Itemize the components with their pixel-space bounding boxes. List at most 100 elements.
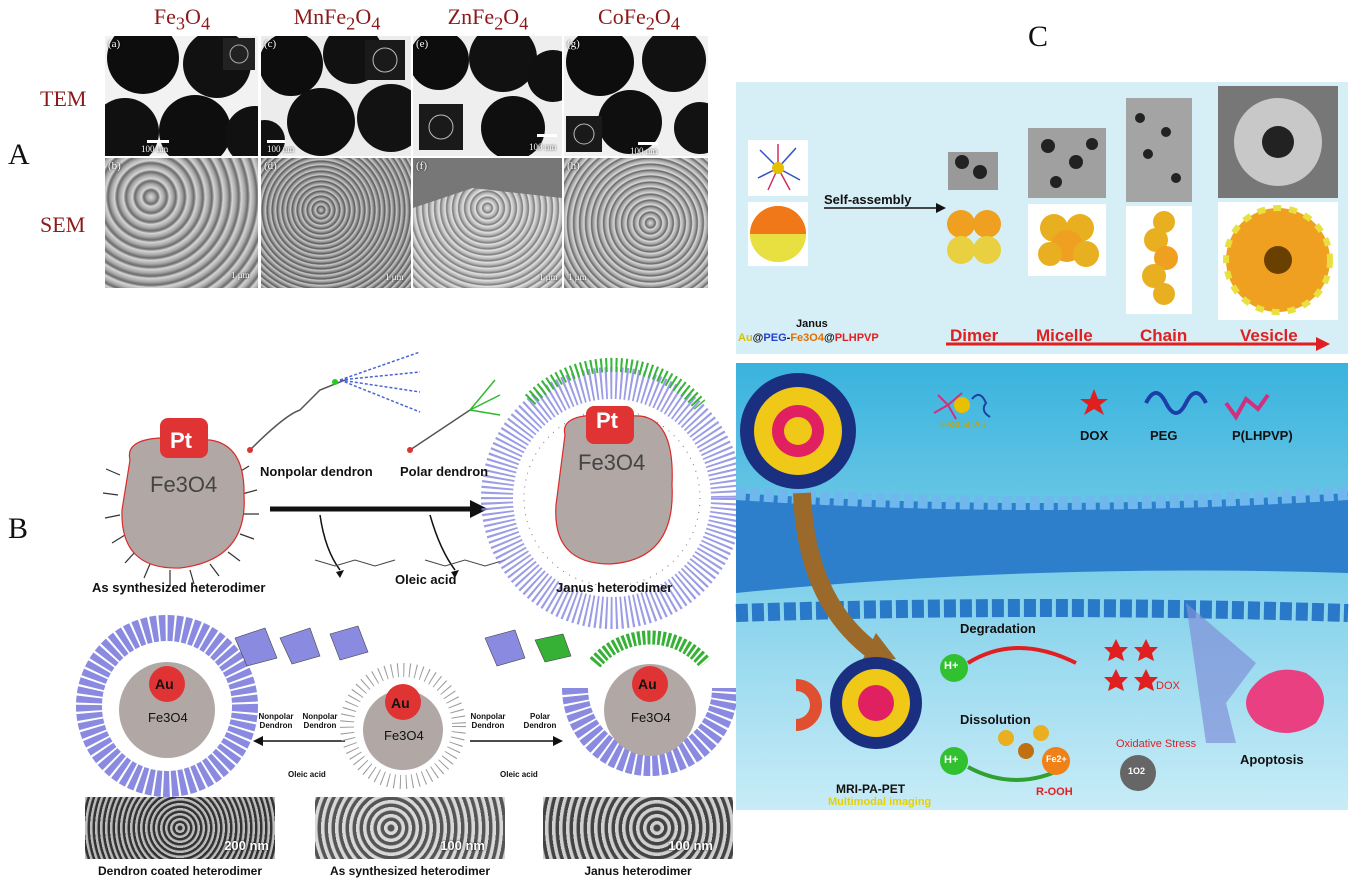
as-synthesized-particle	[102, 418, 259, 585]
nonpolar-dendron-label: Nonpolar Dendron	[302, 712, 338, 730]
oleic-acid-label: Oleic acid	[500, 770, 538, 779]
au-label: Au	[638, 676, 657, 692]
tem-image-cofe2o4: (g) 100 nm	[564, 36, 708, 156]
janus-molecule-icon	[757, 144, 801, 191]
column-heading-fe3o4: Fe3O4	[153, 4, 211, 34]
panel-label-b: B	[8, 512, 29, 545]
janus-heterodimer-caption: Janus heterodimer	[556, 580, 673, 595]
pt-label: Pt	[596, 408, 618, 433]
fe3o4-core-label: Fe3O4	[148, 710, 188, 725]
sem-image-mnfe2o4: (d) 1 μm	[261, 158, 411, 288]
multimodal-label: Multimodal imaging	[828, 796, 932, 808]
tem-particles	[566, 36, 708, 154]
plhpvp-icon	[1224, 393, 1270, 421]
janus-formula: Au@PEG-Fe3O4@PLHPVP	[738, 332, 879, 344]
scale-label: 200 nm	[224, 838, 269, 853]
oleic-acid-label: Oleic acid	[288, 770, 326, 779]
fe3o4-core-label: Fe3O4	[150, 472, 218, 497]
stage-dimer: Dimer	[950, 326, 999, 345]
wedge-dendrons-right	[484, 629, 572, 667]
nonpolar-dendron-label: Nonpolar Dendron	[258, 712, 294, 730]
tem-strip-dendron-coated: 200 nm	[85, 797, 275, 859]
row-heading-sem: SEM	[40, 212, 86, 237]
peg-wave-icon	[1144, 391, 1208, 415]
scale-label: 1 μm	[385, 272, 404, 282]
uptake-arrow	[793, 492, 882, 661]
reaction-arrow	[270, 500, 506, 578]
magnet-icon	[795, 679, 822, 731]
drug-delivery-graphics	[735, 373, 1349, 791]
scale-label: 100 nm	[630, 146, 658, 156]
au-label: Au	[391, 695, 410, 711]
dendron-coated-particle	[76, 615, 258, 797]
polar-dendron	[407, 379, 501, 453]
nonpolar-dendron-label: Nonpolar Dendron	[470, 712, 506, 730]
tile-label: (h)	[567, 160, 580, 172]
column-heading-mnfe2o4: MnFe2O4	[293, 4, 381, 34]
nanoparticle-top	[740, 373, 856, 489]
proton-label: H+	[944, 660, 959, 672]
apoptosis-label: Apoptosis	[1240, 752, 1304, 767]
panel-label-c: C	[1028, 20, 1049, 53]
nonpolar-dendron-label: Nonpolar dendron	[260, 464, 373, 479]
polar-dendron-label: Polar Dendron	[523, 712, 557, 730]
dox-arrow	[1186, 603, 1256, 743]
chain-tem	[1126, 98, 1192, 202]
tem-image-mnfe2o4: (c) 100 nm	[261, 36, 411, 156]
nanoparticle-bottom	[830, 657, 922, 749]
dox-star-icon	[1080, 389, 1108, 415]
janus-label: Janus	[796, 318, 828, 330]
scale-label: 1 μm	[568, 272, 587, 282]
scale-label: 100 nm	[141, 144, 169, 154]
fe2-circle	[1042, 747, 1070, 775]
legend-nanoparticle-label: Fe3O4-Au	[940, 420, 987, 431]
tile-label: (f)	[416, 160, 427, 172]
sem-image-cofe2o4: (h) 1 μm	[564, 158, 708, 288]
mri-label: MRI-PA-PET	[836, 782, 906, 796]
legend-nanoparticle-icon	[933, 392, 991, 420]
stage-chain: Chain	[1140, 326, 1188, 345]
caption-as-synthesized: As synthesized heterodimer	[329, 864, 491, 878]
tem-particles	[413, 36, 562, 156]
self-assembly-label: Self-assembly	[824, 192, 912, 207]
dox-arrow-label: DOX	[1156, 680, 1180, 692]
legend-dox-label: DOX	[1080, 428, 1109, 443]
wedge-dendrons-left	[234, 625, 369, 667]
degradation-label: Degradation	[960, 621, 1036, 636]
fe3o4-core-label: Fe3O4	[631, 710, 671, 725]
scale-label: 100 nm	[267, 144, 295, 154]
tem-strip-as-synthesized: 100 nm	[315, 797, 505, 859]
scale-bar	[638, 142, 658, 145]
scale-label: 1 μm	[231, 270, 250, 280]
nonpolar-dendron	[247, 351, 421, 453]
tile-label: (b)	[108, 160, 121, 172]
tile-label: (e)	[416, 38, 429, 50]
tem-particles	[261, 36, 411, 156]
janus-particle	[481, 357, 743, 629]
apoptotic-cell-icon	[1246, 669, 1324, 733]
caption-janus: Janus heterodimer	[584, 864, 692, 878]
particle-film	[413, 188, 562, 288]
tile-label: (d)	[264, 160, 277, 172]
dimer-tem	[948, 152, 998, 190]
scale-bar	[537, 134, 557, 137]
janus-sphere-icon	[750, 206, 806, 262]
scale-bar	[147, 140, 169, 143]
column-heading-cofe2o4: CoFe2O4	[598, 4, 680, 34]
as-synthesized-au-particle	[340, 663, 466, 789]
as-synthesized-caption: As synthesized heterodimer	[92, 580, 266, 595]
tem-image-fe3o4: (a) 100 nm	[105, 36, 258, 156]
micelle-model	[1038, 214, 1099, 267]
dox-stars-release	[1104, 639, 1158, 691]
polar-dendron-label: Polar dendron	[400, 464, 489, 479]
au-label: Au	[155, 676, 174, 692]
row-heading-tem: TEM	[40, 86, 87, 111]
dimer-model	[947, 210, 1001, 264]
proton-circle	[940, 747, 968, 775]
tem-particles	[105, 36, 258, 156]
caption-dendron-coated: Dendron coated heterodimer	[97, 864, 263, 878]
tem-strip-janus: 100 nm	[543, 797, 733, 859]
scale-label: 1 μm	[539, 272, 558, 282]
chain-model	[1142, 211, 1178, 305]
pt-label: Pt	[170, 428, 192, 453]
